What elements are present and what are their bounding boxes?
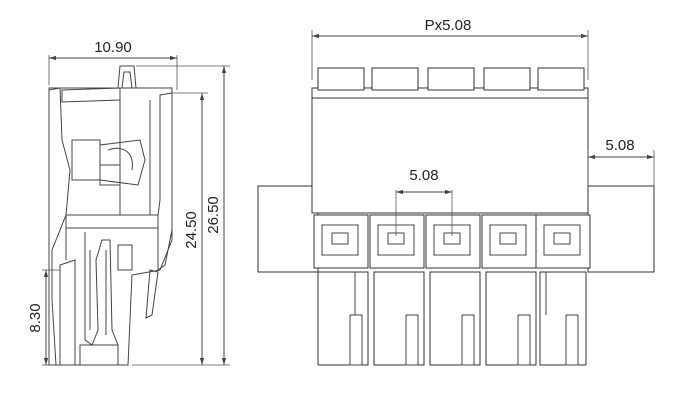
side-view: 10.90 [27,39,230,366]
main-body [311,97,589,214]
pole-cell [425,214,481,269]
pole-cell [313,214,369,269]
flange-width-dimension: 5.08 [605,137,634,154]
side-pin-height-dimension: 8.30 [27,303,44,332]
bottom-pins [317,271,587,366]
pole-cells [313,214,591,269]
side-inner-height-dimension: 24.50 [183,211,200,249]
left-flange [257,185,319,273]
right-flange [587,185,655,273]
total-pitch-dimension: Px5.08 [425,17,472,34]
pole-pitch-dimension: 5.08 [409,167,438,184]
pole-cell [535,214,591,269]
pole-cell [369,214,425,269]
side-outer-height-dimension: 26.50 [205,196,222,234]
top-latches [317,67,585,91]
front-view: Px5.08 [257,17,655,366]
pole-cell [481,214,537,269]
side-width-dimension: 10.90 [94,39,132,56]
side-housing [48,65,173,366]
